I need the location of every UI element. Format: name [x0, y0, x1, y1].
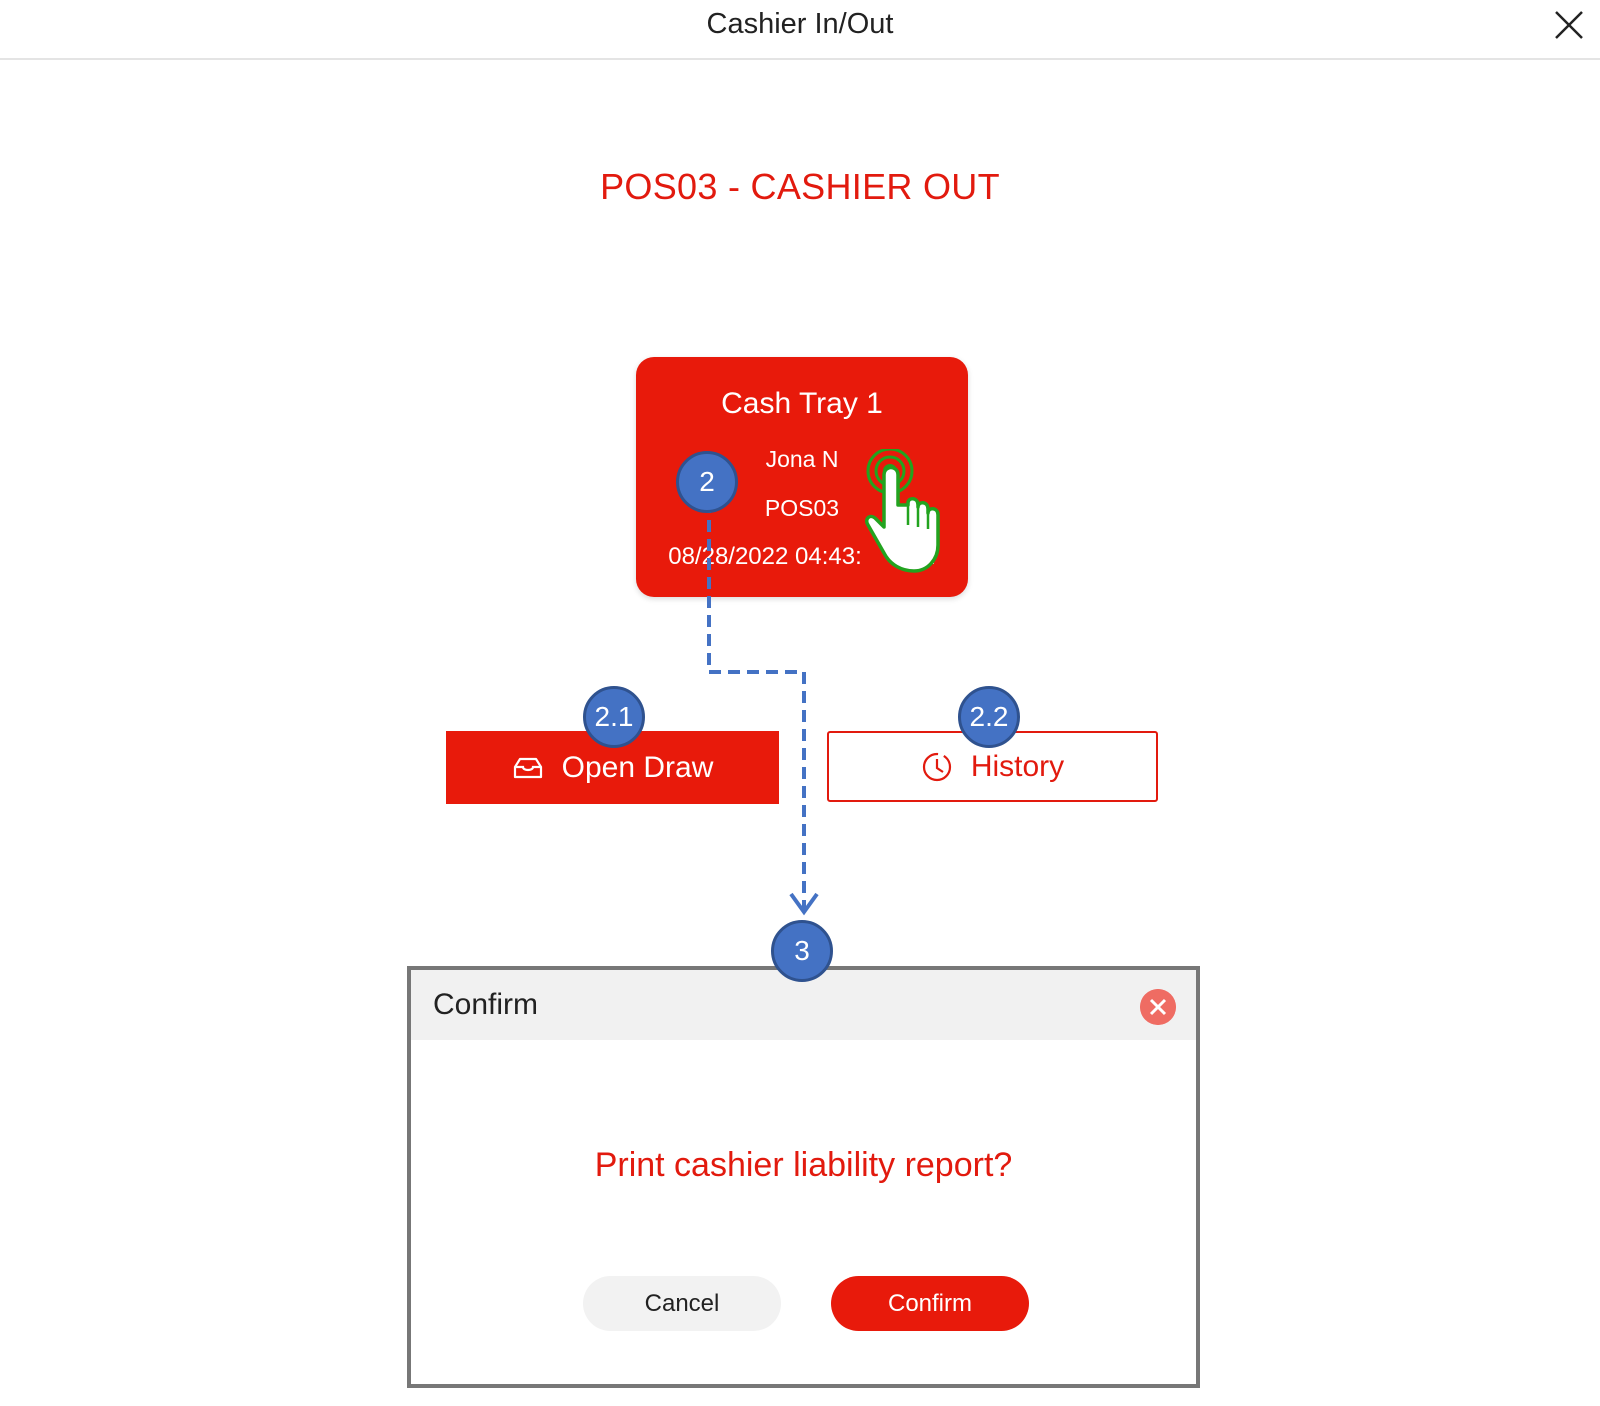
- window-title: Cashier In/Out: [706, 8, 894, 40]
- history-label: History: [970, 749, 1065, 783]
- close-icon[interactable]: [1552, 8, 1586, 42]
- dialog-header: Confirm: [411, 970, 1196, 1040]
- open-draw-label: Open Draw: [561, 750, 714, 784]
- drawer-icon: [513, 757, 542, 778]
- step-badge-2: 2: [676, 451, 738, 513]
- dialog-title: Confirm: [433, 988, 539, 1021]
- confirm-button[interactable]: Confirm: [831, 1276, 1029, 1331]
- confirm-dialog: Confirm Print cashier liability report? …: [407, 966, 1200, 1388]
- step-badge-3: 3: [771, 920, 833, 982]
- dialog-message: Print cashier liability report?: [594, 1146, 1013, 1184]
- tray-cashier: Jona N: [765, 446, 839, 472]
- tap-hand-icon: [864, 449, 940, 573]
- step-badge-2-2: 2.2: [958, 686, 1020, 748]
- cancel-button[interactable]: Cancel: [583, 1276, 781, 1331]
- tray-name: Cash Tray 1: [721, 387, 883, 420]
- close-circle-icon[interactable]: [1140, 989, 1176, 1025]
- top-bar: Cashier In/Out: [0, 0, 1600, 60]
- step-badge-2-1: 2.1: [583, 686, 645, 748]
- clock-icon: [922, 752, 951, 781]
- page-heading: POS03 - CASHIER OUT: [600, 166, 1000, 207]
